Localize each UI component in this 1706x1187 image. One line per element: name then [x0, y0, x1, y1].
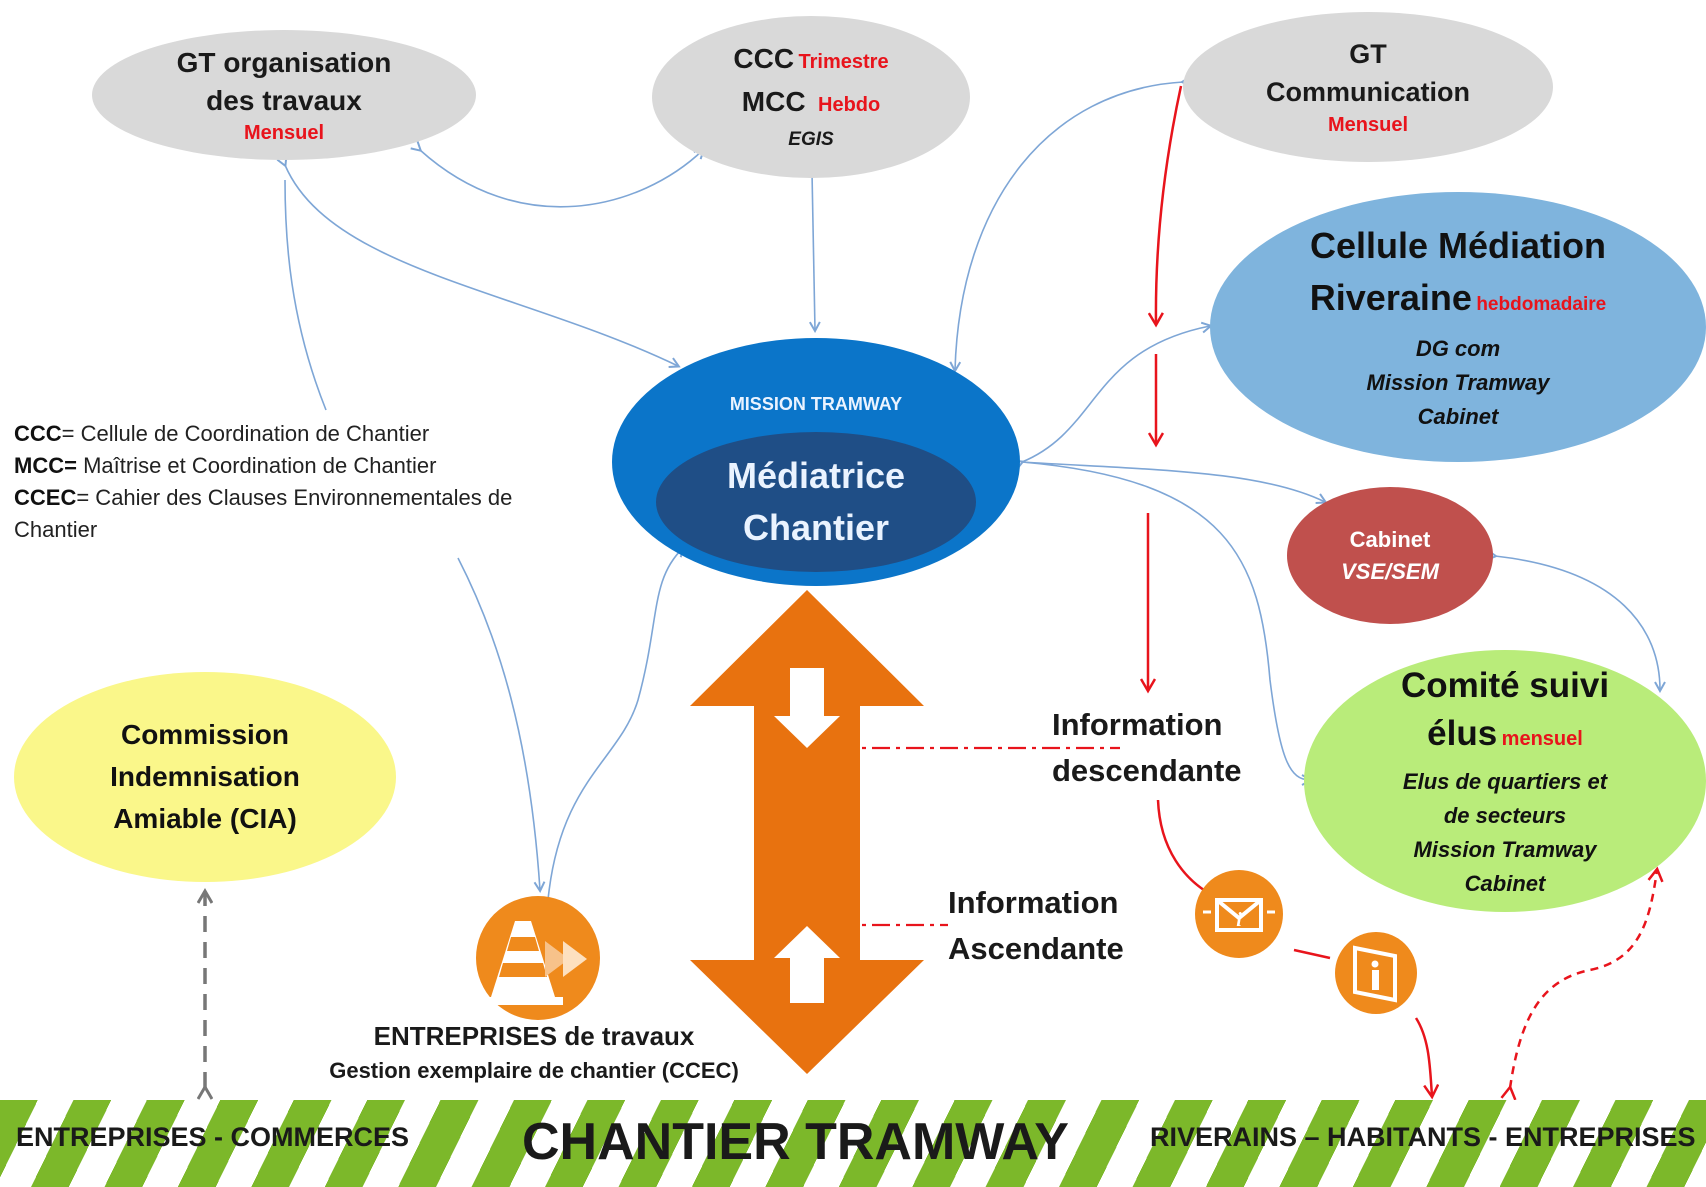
comite-member: Cabinet — [1464, 870, 1546, 896]
cabinet-node: Cabinet VSE/SEM — [1287, 487, 1493, 624]
mail-info-icon: i — [1195, 870, 1283, 958]
legend-item: CCC= Cellule de Coordination de Chantier — [14, 418, 574, 450]
ccc-frequency: Trimestre — [798, 51, 889, 73]
connector-entreprises-mission — [548, 548, 683, 900]
ccc-org: EGIS — [788, 129, 834, 150]
mission-tramway-node: MISSION TRAMWAY Médiatrice Chantier — [612, 338, 1020, 586]
ccc-mcc-node: CCC Trimestre MCC Hebdo EGIS — [652, 16, 970, 178]
gt-com-line2: Communication — [1265, 77, 1470, 107]
small-down-arrow-icon — [774, 668, 840, 748]
cellule-line1: Cellule Médiation — [1309, 225, 1607, 266]
svg-text:i: i — [1236, 909, 1242, 931]
info-ascendante-label: Information Ascendante — [948, 880, 1124, 972]
ccc-label: CCC — [733, 43, 795, 74]
cellule-frequency: hebdomadaire — [1476, 294, 1607, 315]
double-arrow-orange — [690, 590, 924, 1074]
info-asc-line2: Ascendante — [948, 931, 1124, 966]
legend-abbr: CCC — [14, 421, 62, 446]
abbreviation-legend: CCC= Cellule de Coordination de Chantier… — [14, 418, 574, 546]
gt-organisation-node: GT organisation des travaux Mensuel — [92, 30, 476, 160]
info-asc-line1: Information — [948, 885, 1119, 920]
legend-text: = Cahier des Clauses Environnementales d… — [14, 485, 513, 542]
info-descendante-label: Information descendante — [1052, 702, 1242, 794]
gt-com-line1: GT — [1349, 39, 1387, 69]
mediatrice-line1: Médiatrice — [726, 455, 906, 496]
entreprises-line2: Gestion exemplaire de chantier (CCEC) — [329, 1058, 739, 1083]
mediatrice-line2: Chantier — [742, 507, 890, 548]
cabinet-line1: Cabinet — [1349, 526, 1431, 552]
comite-member: Mission Tramway — [1413, 836, 1597, 862]
cellule-member: Cabinet — [1417, 404, 1499, 429]
connector-legend-gt-orga — [284, 179, 327, 411]
legend-item: MCC= Maîtrise et Coordination de Chantie… — [14, 450, 574, 482]
band-right-label: RIVERAINS – HABITANTS - ENTREPRISES — [1150, 1122, 1696, 1152]
legend-item: CCEC= Cahier des Clauses Environnemental… — [14, 482, 574, 546]
comite-line2: élus — [1427, 713, 1498, 753]
gt-orga-frequency: Mensuel — [243, 122, 325, 144]
legend-abbr: CCEC — [14, 485, 77, 510]
cellule-member: DG com — [1415, 336, 1501, 361]
cellule-member: Mission Tramway — [1366, 370, 1550, 395]
cia-line1: Commission — [120, 719, 290, 750]
chantier-band — [0, 1100, 1706, 1187]
entreprises-travaux-label: ENTREPRISES de travaux Gestion exemplair… — [306, 1018, 762, 1088]
cia-line2: Indemnisation — [110, 761, 300, 792]
comite-member: Elus de quartiers et — [1402, 768, 1608, 794]
legend-abbr: MCC= — [14, 453, 77, 478]
cellule-mediation-node: Cellule Médiation Riveraine hebdomadaire… — [1210, 192, 1706, 462]
small-up-arrow-icon — [774, 926, 840, 1003]
gt-orga-line1: GT organisation — [176, 47, 392, 78]
mediatrice-inner: Médiatrice Chantier — [656, 432, 976, 572]
connector-ccc-mission — [812, 171, 815, 330]
connector-mission-comite — [1021, 461, 1310, 780]
comite-frequency: mensuel — [1501, 727, 1583, 750]
legend-text: Maîtrise et Coordination de Chantier — [76, 453, 437, 478]
cabinet-line2: VSE/SEM — [1341, 558, 1439, 584]
gt-orga-line2: des travaux — [206, 85, 362, 116]
info-desc-line2: descendante — [1052, 753, 1242, 788]
connector-mission-cabinet — [1021, 461, 1325, 502]
roadworks-cone-icon — [476, 896, 600, 1020]
legend-text: = Cellule de Coordination de Chantier — [61, 421, 430, 446]
info-panel-icon — [1335, 932, 1417, 1014]
connector-cabinet-comite — [1495, 556, 1660, 690]
connector-mission-cellule — [1022, 326, 1210, 462]
cellule-line2: Riveraine — [1309, 277, 1472, 318]
comite-suivi-node: Comité suivi élus mensuel Elus de quarti… — [1304, 650, 1706, 912]
connector-gt-orga-ccc — [420, 150, 703, 208]
connector-gt-orga-mission — [285, 165, 678, 366]
connector-gtcom-mission — [955, 82, 1183, 370]
red-arrow-info-2 — [1293, 948, 1331, 960]
red-arrow-info-3 — [1414, 1017, 1432, 1096]
connector-legend-entreprises — [457, 557, 540, 890]
commission-cia-node: Commission Indemnisation Amiable (CIA) — [14, 672, 396, 882]
comite-line1: Comité suivi — [1400, 665, 1610, 705]
info-desc-line1: Information — [1052, 707, 1223, 742]
gt-communication-node: GT Communication Mensuel — [1183, 12, 1553, 162]
mcc-frequency: Hebdo — [818, 94, 881, 116]
band-center-label: CHANTIER TRAMWAY — [522, 1113, 1069, 1171]
mission-label: MISSION TRAMWAY — [729, 394, 903, 414]
red-arrow-gtcom-1 — [1156, 85, 1183, 324]
band-left-label: ENTREPRISES - COMMERCES — [16, 1122, 410, 1152]
red-dashed-arrow-comite — [1510, 870, 1657, 1088]
mcc-label: MCC — [741, 86, 806, 117]
gt-com-frequency: Mensuel — [1327, 114, 1409, 136]
comite-member: de secteurs — [1443, 802, 1567, 828]
entreprises-line1: ENTREPRISES de travaux — [373, 1021, 695, 1051]
cia-line3: Amiable (CIA) — [113, 803, 297, 834]
